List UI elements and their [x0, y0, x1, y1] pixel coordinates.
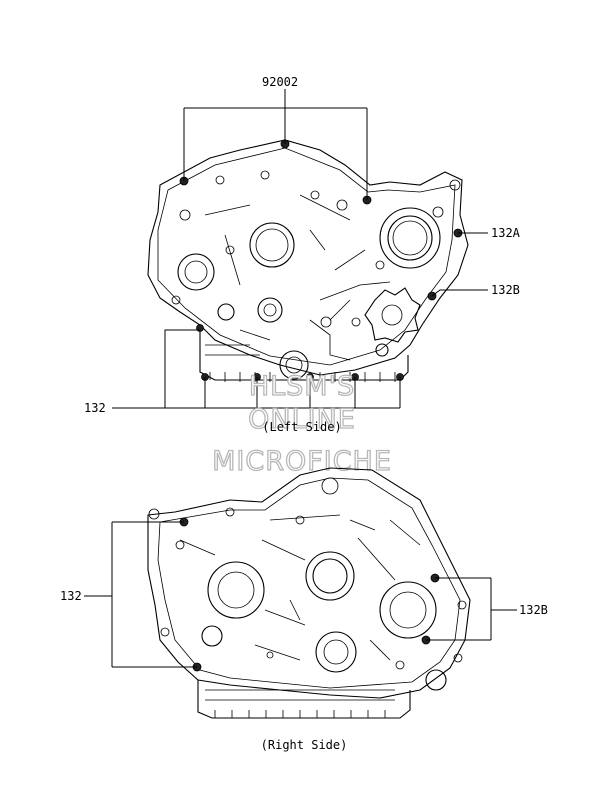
label-92002: 92002	[262, 75, 298, 89]
right-side-crankcase	[147, 467, 471, 719]
watermark: HLSM'S ONLINE MICROFICHE	[211, 370, 392, 477]
left-side-bolts	[179, 139, 463, 381]
left-side-leaders	[112, 89, 488, 409]
caption-right-side: (Right Side)	[261, 738, 348, 752]
label-132a: 132A	[491, 226, 521, 240]
left-side-crankcase	[147, 139, 469, 382]
label-132-right-view: 132	[60, 589, 82, 603]
label-132b-top: 132B	[491, 283, 520, 297]
caption-left-side: (Left Side)	[262, 420, 341, 434]
label-132b-bottom: 132B	[519, 603, 548, 617]
watermark-line1: HLSM'S	[249, 371, 355, 402]
watermark-line3: MICROFICHE	[212, 446, 392, 477]
right-side-leaders	[84, 521, 517, 668]
watermark-line2: ONLINE	[248, 404, 356, 435]
label-132-left: 132	[84, 401, 106, 415]
